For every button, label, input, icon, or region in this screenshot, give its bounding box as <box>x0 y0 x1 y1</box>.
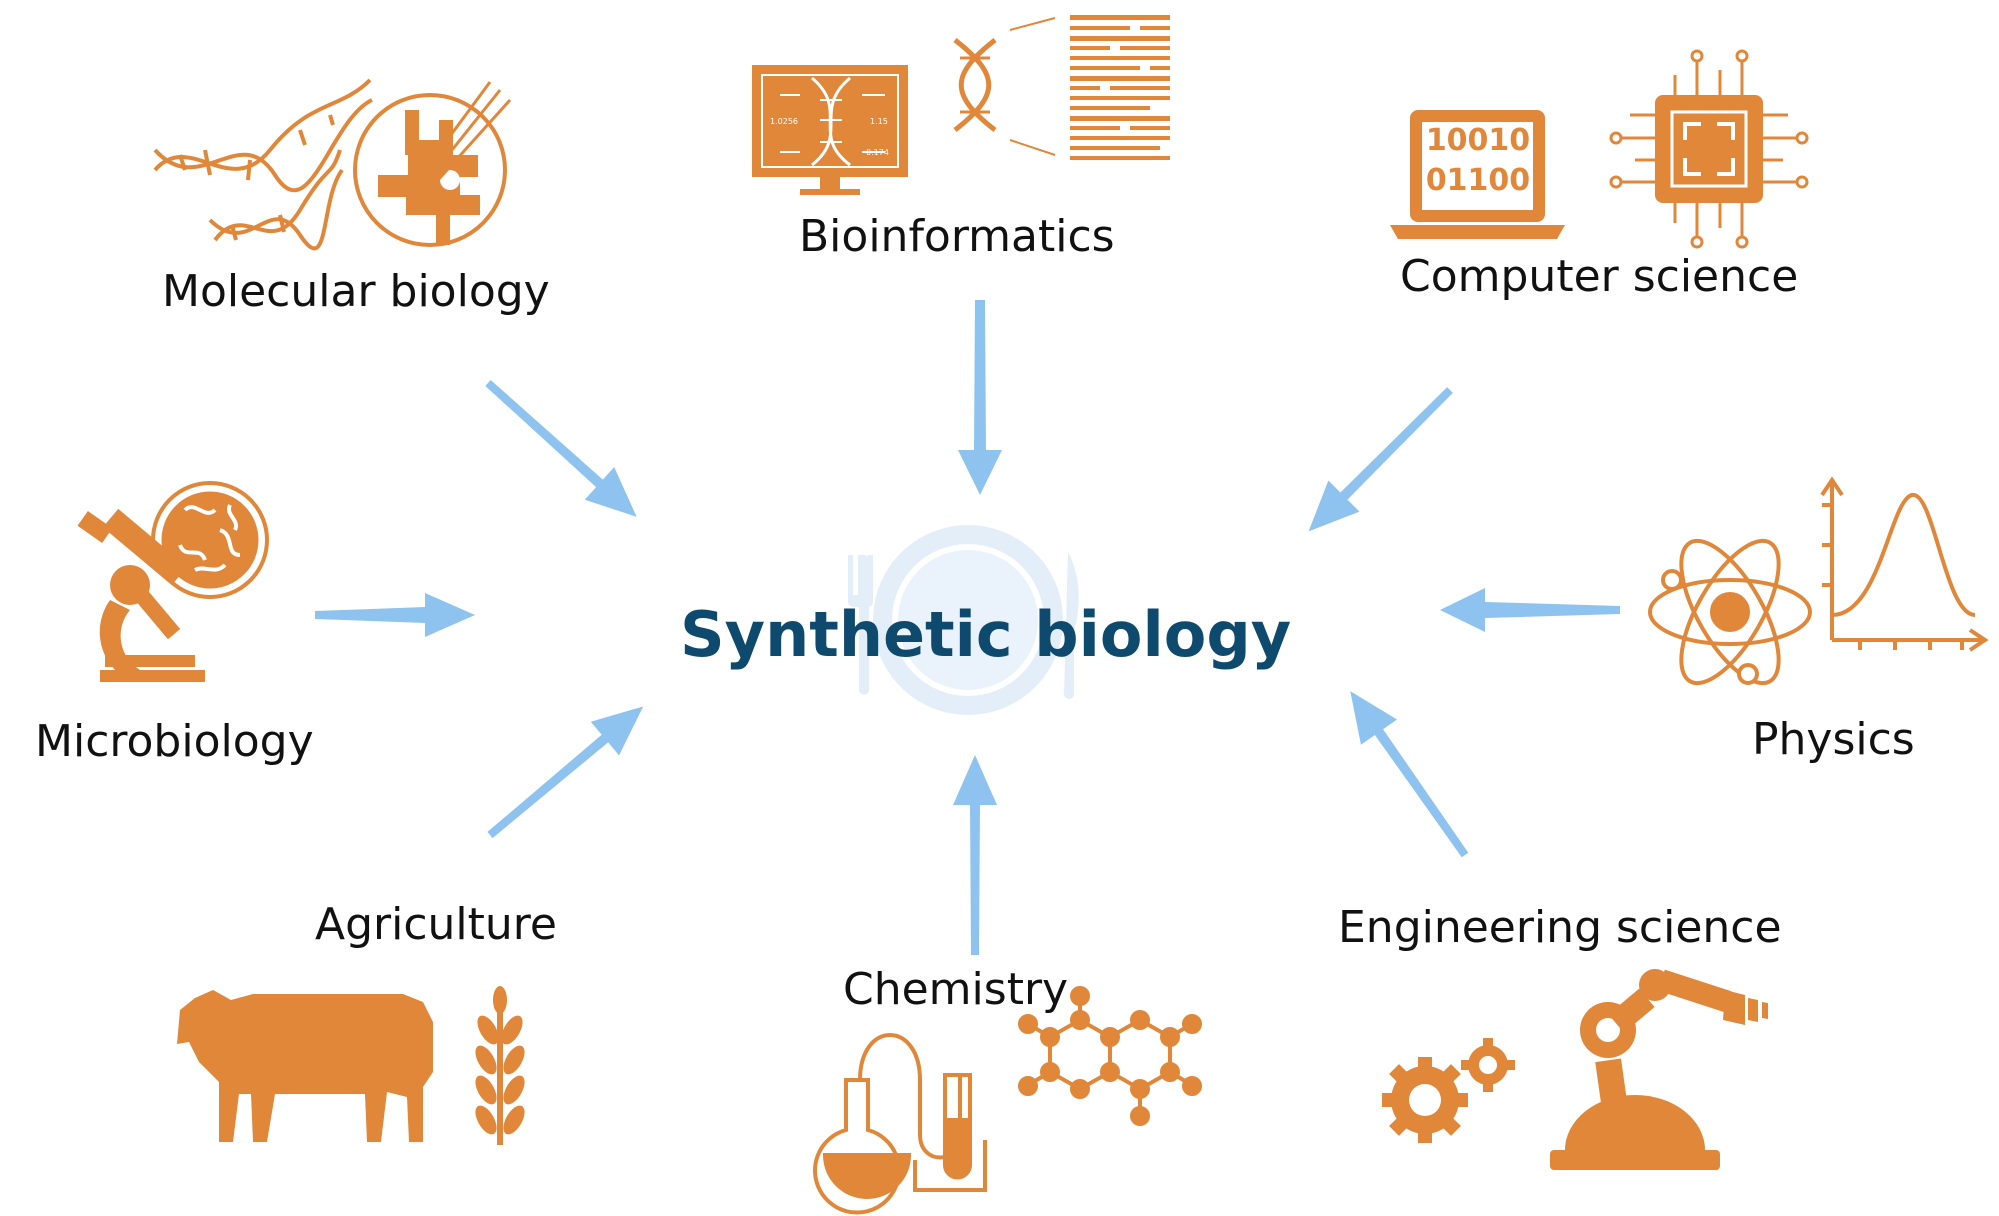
arrow-physics <box>1440 588 1620 632</box>
sequencing-gel-icon <box>1070 15 1170 160</box>
arrow-bioinformatics <box>958 300 1002 495</box>
dna-ladder-icon <box>953 17 1056 156</box>
petri-dish-pipette-icon <box>353 81 512 247</box>
robot-arm-icon <box>1550 969 1768 1170</box>
monitor-value-3: 0.174 <box>866 148 889 157</box>
label-chemistry: Chemistry <box>843 964 1069 1015</box>
arrow-molecular-biology <box>485 380 637 517</box>
cow-icon <box>177 990 433 1142</box>
gaussian-curve-icon <box>1820 476 1989 652</box>
dna-helix-icon <box>153 78 373 251</box>
arrow-microbiology <box>315 593 475 637</box>
monitor-dna-icon: 1.0256 1.15 0.174 <box>752 65 908 195</box>
arrow-engineering-science <box>1350 691 1469 858</box>
atom-icon <box>1648 538 1812 686</box>
wheat-icon <box>475 986 525 1145</box>
microscope-icon <box>77 508 205 682</box>
monitor-value-2: 1.15 <box>870 117 888 126</box>
plate-icon <box>848 525 1079 715</box>
label-bioinformatics: Bioinformatics <box>799 211 1115 262</box>
label-physics: Physics <box>1752 714 1915 765</box>
arrows <box>315 300 1620 955</box>
arrow-agriculture <box>487 706 644 839</box>
binary-top: 10010 <box>1426 123 1530 158</box>
monitor-value-1: 1.0256 <box>770 117 798 126</box>
binary-bottom: 01100 <box>1426 163 1530 198</box>
label-agriculture: Agriculture <box>315 899 557 950</box>
gears-icon <box>1382 1038 1515 1143</box>
label-microbiology: Microbiology <box>35 716 314 767</box>
chip-icon <box>1609 49 1809 249</box>
molecule-icon <box>1018 986 1202 1126</box>
arrow-chemistry <box>953 755 997 955</box>
flask-tube-icon <box>813 1033 987 1215</box>
label-computer-science: Computer science <box>1400 251 1799 302</box>
laptop-icon: 10010 01100 <box>1390 110 1565 239</box>
label-engineering-science: Engineering science <box>1338 902 1782 953</box>
label-molecular-biology: Molecular biology <box>162 266 550 317</box>
center-title: Synthetic biology <box>680 598 1292 671</box>
bacteria-dish-icon <box>151 481 269 599</box>
arrow-computer-science <box>1308 387 1453 532</box>
